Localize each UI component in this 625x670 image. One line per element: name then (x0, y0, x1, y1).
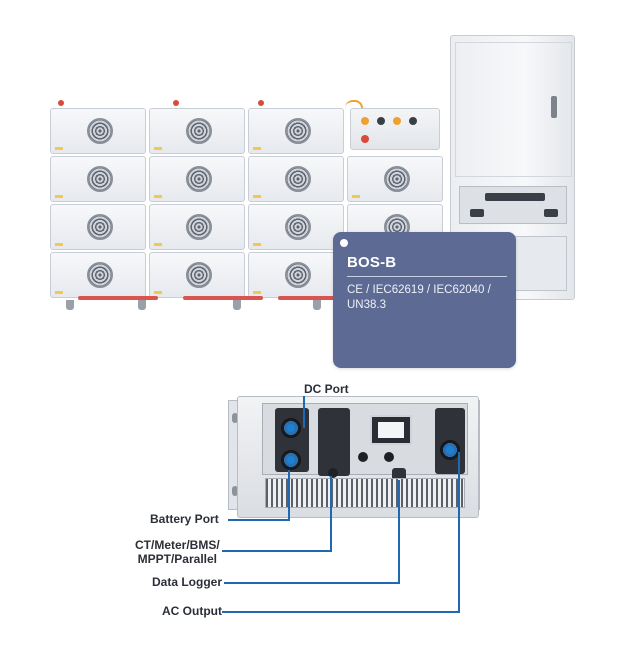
fan-icon (384, 166, 410, 192)
battery-module (347, 156, 443, 202)
battery-module (149, 252, 245, 298)
ac-output-port-icon (440, 440, 460, 460)
connector-strip (485, 193, 545, 201)
terminal-icon (258, 100, 264, 106)
cabinet-panel (459, 186, 567, 224)
leader-line (224, 582, 400, 584)
display-area (378, 422, 404, 438)
card-title: BOS-B (347, 254, 397, 271)
battery-module (248, 204, 344, 250)
communication-module (318, 408, 350, 476)
door-handle (551, 96, 557, 118)
battery-module (248, 156, 344, 202)
label-ac-output: AC Output (162, 604, 222, 618)
fan-icon (285, 166, 311, 192)
fan-icon (87, 262, 113, 288)
battery-module (149, 108, 245, 154)
card-divider (347, 276, 507, 277)
leader-line (303, 396, 305, 428)
rack-leg (66, 300, 74, 310)
switch-icon (358, 452, 368, 462)
battery-module (50, 204, 146, 250)
rack-leg (233, 300, 241, 310)
cabinet-door (455, 42, 572, 177)
dc-port-icon (281, 418, 301, 438)
battery-module (149, 204, 245, 250)
leader-line (288, 470, 290, 521)
status-light (393, 117, 401, 125)
leader-line (458, 452, 460, 613)
battery-module (149, 156, 245, 202)
terminal-icon (58, 100, 64, 106)
leader-line (222, 550, 332, 552)
fan-icon (186, 214, 212, 240)
base-rail (78, 296, 158, 300)
fan-icon (285, 118, 311, 144)
card-certifications: CE / IEC62619 / IEC62040 / UN38.3 (347, 284, 491, 311)
leader-line (222, 611, 460, 613)
switch-icon (409, 117, 417, 125)
battery-port-icon (281, 450, 301, 470)
base-rail (183, 296, 263, 300)
switch-icon (377, 117, 385, 125)
connector (544, 209, 558, 217)
label-dc-port: DC Port (304, 382, 349, 396)
switch-icon (384, 452, 394, 462)
fan-icon (87, 118, 113, 144)
label-ct-meter-line2: MPPT/Parallel (137, 552, 217, 566)
rack-leg (138, 300, 146, 310)
battery-module (248, 252, 344, 298)
battery-rack (48, 98, 448, 313)
battery-module (50, 156, 146, 202)
fan-icon (87, 214, 113, 240)
display-screen (370, 415, 412, 445)
base-rail (278, 296, 348, 300)
leader-line (228, 519, 290, 521)
rack-leg (313, 300, 321, 310)
connector (470, 209, 484, 217)
battery-controller (350, 108, 440, 150)
fan-icon (285, 262, 311, 288)
terminal-icon (361, 135, 369, 143)
fan-icon (186, 262, 212, 288)
label-ct-meter: CT/Meter/BMS/ MPPT/Parallel (135, 538, 220, 566)
terminal-icon (173, 100, 179, 106)
battery-module (50, 252, 146, 298)
label-ct-meter-line1: CT/Meter/BMS/ (135, 538, 220, 552)
label-data-logger: Data Logger (152, 575, 223, 589)
mount-hole (232, 486, 238, 496)
battery-module (50, 108, 146, 154)
comm-port-icon (328, 468, 338, 478)
info-card: BOS-B CE / IEC62619 / IEC62040 / UN38.3 (333, 232, 516, 368)
fan-icon (285, 214, 311, 240)
battery-module (248, 108, 344, 154)
pin-icon (340, 239, 348, 247)
status-light (361, 117, 369, 125)
leader-line (330, 476, 332, 552)
leader-line (398, 480, 400, 584)
fan-icon (87, 166, 113, 192)
mount-hole (232, 413, 238, 423)
label-battery-port: Battery Port (150, 512, 219, 526)
vent-grille (265, 478, 465, 508)
fan-icon (186, 166, 212, 192)
fan-icon (186, 118, 212, 144)
